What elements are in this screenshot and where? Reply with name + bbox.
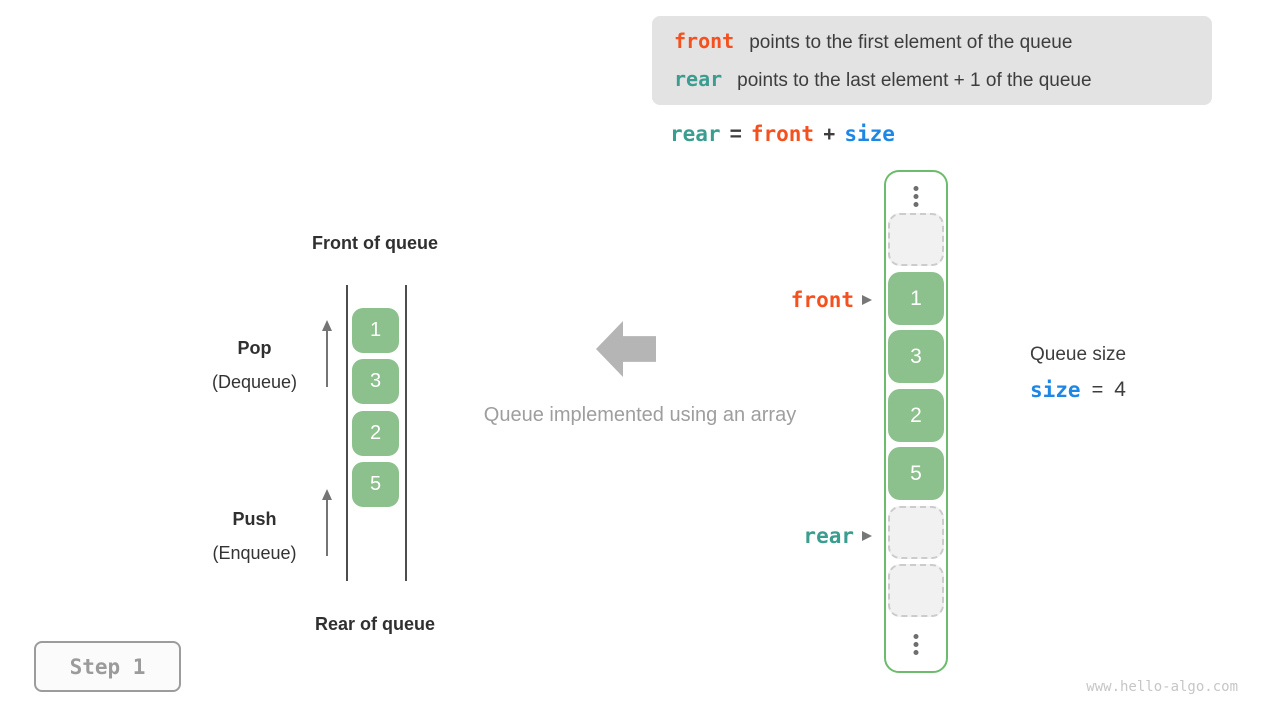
ellipsis-icon — [913, 634, 919, 655]
diagram-caption: Queue implemented using an array — [483, 404, 797, 426]
queue-cell: 3 — [352, 359, 399, 404]
pop-subtitle: (Dequeue) — [211, 372, 298, 392]
size-equals: = — [1091, 378, 1104, 401]
pop-title: Pop — [237, 338, 272, 358]
queue-cell: 2 — [352, 411, 399, 456]
front-description: points to the first element of the queue — [749, 32, 1073, 53]
formula: rear = front + size — [670, 122, 895, 147]
pop-up-arrow-icon — [321, 320, 333, 387]
front-pointer-label: front — [790, 288, 854, 312]
rear-of-queue-label: Rear of queue — [314, 614, 436, 634]
array-cell-empty — [888, 506, 944, 559]
formula-front: front — [750, 122, 815, 146]
legend-line-rear: rear points to the last element + 1 of th… — [674, 61, 1212, 99]
watermark: www.hello-algo.com — [1086, 679, 1238, 695]
rear-pointer: rear — [700, 522, 872, 550]
queue-size-value-row: size = 4 — [1030, 378, 1126, 402]
left-block-arrow-icon — [596, 321, 656, 377]
queue-size-block: Queue size size = 4 — [1030, 344, 1126, 402]
pop-label-group: Pop (Dequeue) — [182, 337, 327, 394]
size-variable: size — [1030, 378, 1081, 402]
array-cell: 5 — [888, 447, 944, 500]
queue-size-label: Queue size — [1030, 344, 1127, 365]
push-title: Push — [232, 509, 277, 529]
array-cell: 1 — [888, 272, 944, 325]
right-arrow-icon — [862, 295, 872, 305]
rear-pointer-label: rear — [803, 524, 854, 548]
front-pointer: front — [700, 286, 872, 314]
push-label-group: Push (Enqueue) — [182, 508, 327, 565]
queue-wall-left — [346, 285, 348, 581]
array-cell: 3 — [888, 330, 944, 383]
queue-wall-right — [405, 285, 407, 581]
array-frame: 1 3 2 5 — [884, 170, 948, 673]
formula-rear: rear — [670, 122, 721, 146]
step-badge: Step 1 — [34, 641, 181, 692]
push-subtitle: (Enqueue) — [212, 543, 297, 563]
rear-description: points to the last element + 1 of the qu… — [737, 70, 1092, 91]
array-cell-empty — [888, 564, 944, 617]
ellipsis-icon — [913, 186, 919, 207]
array-cell-empty — [888, 213, 944, 266]
right-arrow-icon — [862, 531, 872, 541]
rear-keyword: rear — [674, 67, 723, 91]
legend-line-front: front points to the first element of the … — [674, 23, 1212, 61]
queue-cell: 1 — [352, 308, 399, 353]
front-of-queue-label: Front of queue — [312, 233, 438, 253]
formula-plus: + — [823, 123, 836, 146]
array-cell: 2 — [888, 389, 944, 442]
formula-size: size — [844, 122, 895, 146]
front-keyword: front — [674, 29, 735, 53]
size-value: 4 — [1114, 378, 1126, 401]
legend-box: front points to the first element of the … — [652, 16, 1212, 105]
queue-cell: 5 — [352, 462, 399, 507]
formula-equals: = — [729, 123, 742, 146]
push-up-arrow-icon — [321, 489, 333, 556]
